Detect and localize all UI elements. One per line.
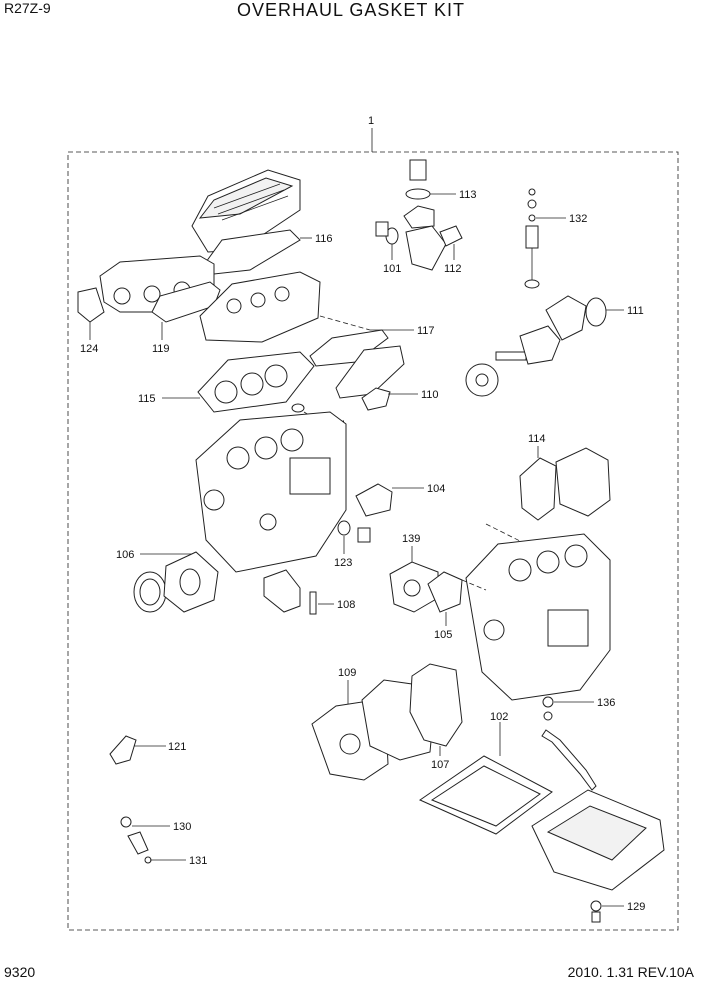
gasket-104	[355, 483, 393, 517]
page-title: OVERHAUL GASKET KIT	[236, 0, 466, 20]
oil-strainer-136	[541, 696, 597, 791]
intake-gasket	[309, 329, 389, 367]
label-112: 112	[444, 263, 462, 275]
label-136: 136	[597, 697, 615, 709]
label-116: 116	[315, 233, 333, 245]
kit-boundary	[67, 151, 679, 931]
label-129: 129	[627, 901, 645, 913]
label-107: 107	[431, 759, 449, 771]
manifold-gasket-124	[77, 287, 105, 323]
label-123: 123	[334, 557, 352, 569]
label-132: 132	[569, 213, 587, 225]
manifold-gasket-119	[151, 281, 221, 323]
valve-assembly	[524, 188, 540, 289]
front-plate-gasket	[409, 663, 463, 747]
oil-seal-123	[337, 520, 351, 536]
label-102: 102	[490, 711, 508, 723]
model-code: R27Z-9	[4, 0, 51, 16]
label-113: 113	[459, 189, 477, 201]
o-ring-134	[291, 403, 305, 413]
gasket-114	[519, 457, 557, 521]
thermostat-housing	[375, 159, 463, 271]
part-121	[109, 735, 137, 765]
label-115: 115	[138, 393, 156, 405]
cylinder-block-left	[195, 411, 347, 573]
oil-pan-parts-108	[263, 569, 317, 615]
label-124: 124	[80, 343, 98, 355]
label-119: 119	[152, 343, 170, 355]
label-111: 111	[627, 305, 644, 317]
label-109: 109	[338, 667, 356, 679]
label-108: 108	[337, 599, 355, 611]
label-139: 139	[402, 533, 420, 545]
page-number: 9320	[4, 964, 36, 980]
rear-seal-assembly	[133, 551, 219, 613]
label-121: 121	[168, 741, 186, 753]
label-110: 110	[421, 389, 439, 401]
label-106: 106	[116, 549, 134, 561]
label-104: 104	[427, 483, 445, 495]
water-pump-assembly	[465, 295, 607, 397]
label-117: 117	[417, 325, 435, 337]
oil-pressure-switch	[120, 816, 152, 864]
head-gasket	[197, 351, 315, 413]
label-114: 114	[528, 433, 546, 445]
label-105: 105	[434, 629, 452, 641]
rocker-cover	[191, 169, 301, 253]
label-131: 131	[189, 855, 207, 867]
cylinder-head	[199, 271, 321, 343]
gasket-105	[427, 571, 463, 613]
label-130: 130	[173, 821, 191, 833]
gasket-110	[361, 387, 391, 411]
cylinder-block-right	[465, 533, 611, 701]
flywheel-housing	[555, 447, 611, 517]
oil-pan	[531, 789, 665, 891]
drain-plug	[590, 900, 602, 923]
intake-manifold	[335, 345, 405, 399]
revision-date: 2010. 1.31 REV.10A	[567, 964, 694, 980]
label-101: 101	[383, 263, 401, 275]
label-1: 1	[368, 115, 374, 127]
water-pump-139	[389, 561, 439, 613]
